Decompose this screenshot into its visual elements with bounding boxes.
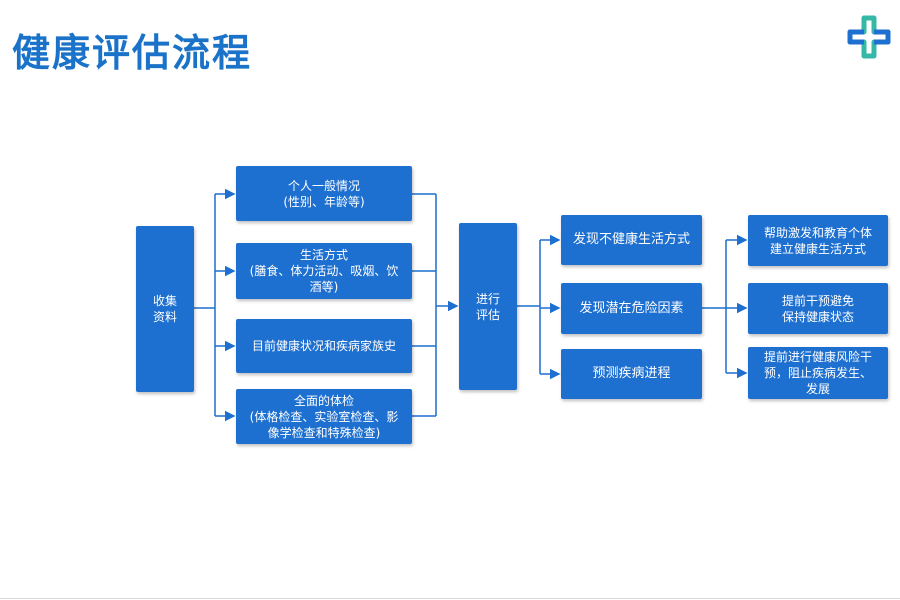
finding-disease-progress: 预测疾病进程 [561, 349, 702, 399]
outcome-education: 帮助激发和教育个体 建立健康生活方式 [748, 215, 888, 266]
collect-item-lifestyle: 生活方式 (膳食、体力活动、吸烟、饮 酒等) [236, 243, 412, 299]
collect-data-box: 收集 资料 [136, 226, 194, 392]
evaluate-box: 进行 评估 [459, 223, 517, 390]
outcome-risk-intervention: 提前进行健康风险干 预，阻止疾病发生、 发展 [748, 347, 888, 399]
bottom-divider [0, 598, 900, 599]
collect-item-physical-exam: 全面的体检 (体格检查、实验室检查、影 像学检查和特殊检查) [236, 389, 412, 444]
finding-risk-factors: 发现潜在危险因素 [561, 283, 702, 334]
page-title: 健康评估流程 [12, 31, 253, 75]
collect-item-health-status: 目前健康状况和疾病家族史 [236, 319, 412, 373]
outcome-early-intervention: 提前干预避免 保持健康状态 [748, 283, 888, 334]
medical-cross-logo-icon [847, 15, 891, 59]
finding-unhealthy-lifestyle: 发现不健康生活方式 [561, 215, 702, 265]
collect-item-personal-info: 个人一般情况 (性别、年龄等) [236, 166, 412, 221]
